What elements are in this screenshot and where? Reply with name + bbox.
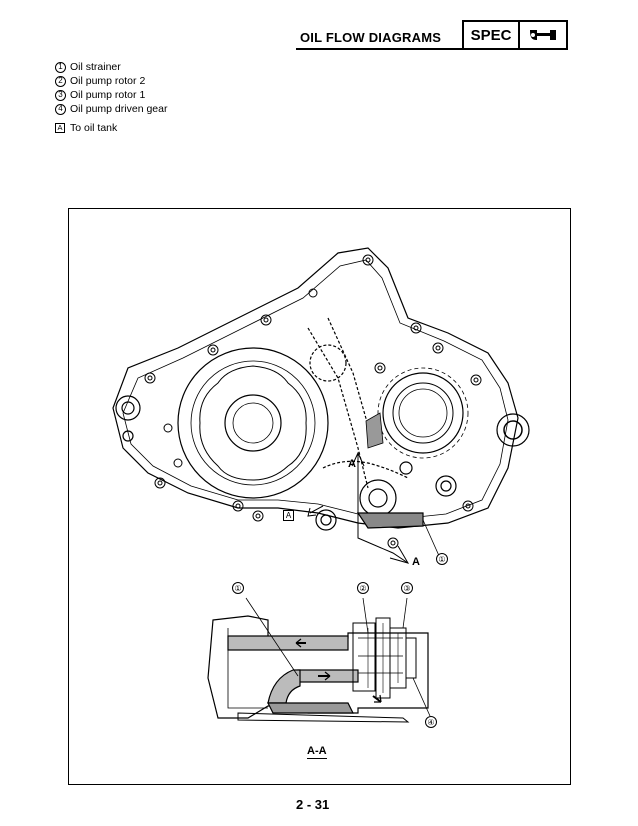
tank-direction-box: A <box>283 510 294 521</box>
legend-item: 4 Oil pump driven gear <box>55 102 167 116</box>
legend-label: Oil pump rotor 2 <box>70 75 146 87</box>
callout-oil-pump-rotor-2: ② <box>357 582 369 594</box>
note-label: To oil tank <box>70 122 118 134</box>
bolts <box>144 254 482 549</box>
page-number: 2 - 31 <box>296 797 330 812</box>
oil-pump <box>359 479 397 517</box>
legend-number: 1 <box>55 61 66 73</box>
legend-item: 2 Oil pump rotor 2 <box>55 74 167 88</box>
spec-icon-box <box>520 20 568 50</box>
strainer-shape <box>356 512 424 529</box>
legend-number: 4 <box>55 103 66 115</box>
note-letter-box: A <box>55 123 65 133</box>
clutch-housing <box>177 347 329 499</box>
legend-number: 3 <box>55 89 66 101</box>
callout-oil-strainer-section: ① <box>232 582 244 594</box>
callout-oil-pump-rotor-1: ③ <box>401 582 413 594</box>
legend-note: A To oil tank <box>55 122 117 134</box>
legend-label: Oil pump rotor 1 <box>70 89 146 101</box>
page-title: OIL FLOW DIAGRAMS <box>300 30 442 45</box>
title-underline <box>296 48 462 50</box>
spec-badge: SPEC <box>462 20 520 50</box>
legend-label: Oil strainer <box>70 61 121 73</box>
wrench-icon <box>530 30 556 40</box>
oil-flow-diagram <box>112 247 530 723</box>
callout-oil-pump-driven-gear: ④ <box>425 716 437 728</box>
section-view <box>207 597 431 723</box>
figure-frame <box>68 208 571 785</box>
crank-bearing <box>382 372 464 454</box>
section-view-label: A-A <box>307 745 327 759</box>
section-marker-top: A <box>348 458 356 470</box>
section-marker-bottom: A <box>412 556 420 568</box>
legend-item: 3 Oil pump rotor 1 <box>55 88 167 102</box>
legend-number: 2 <box>55 75 66 87</box>
legend-label: Oil pump driven gear <box>70 103 168 115</box>
parts-legend: 1 Oil strainer 2 Oil pump rotor 2 3 Oil … <box>55 60 167 116</box>
legend-item: 1 Oil strainer <box>55 60 167 74</box>
callout-oil-strainer: ① <box>436 553 448 565</box>
